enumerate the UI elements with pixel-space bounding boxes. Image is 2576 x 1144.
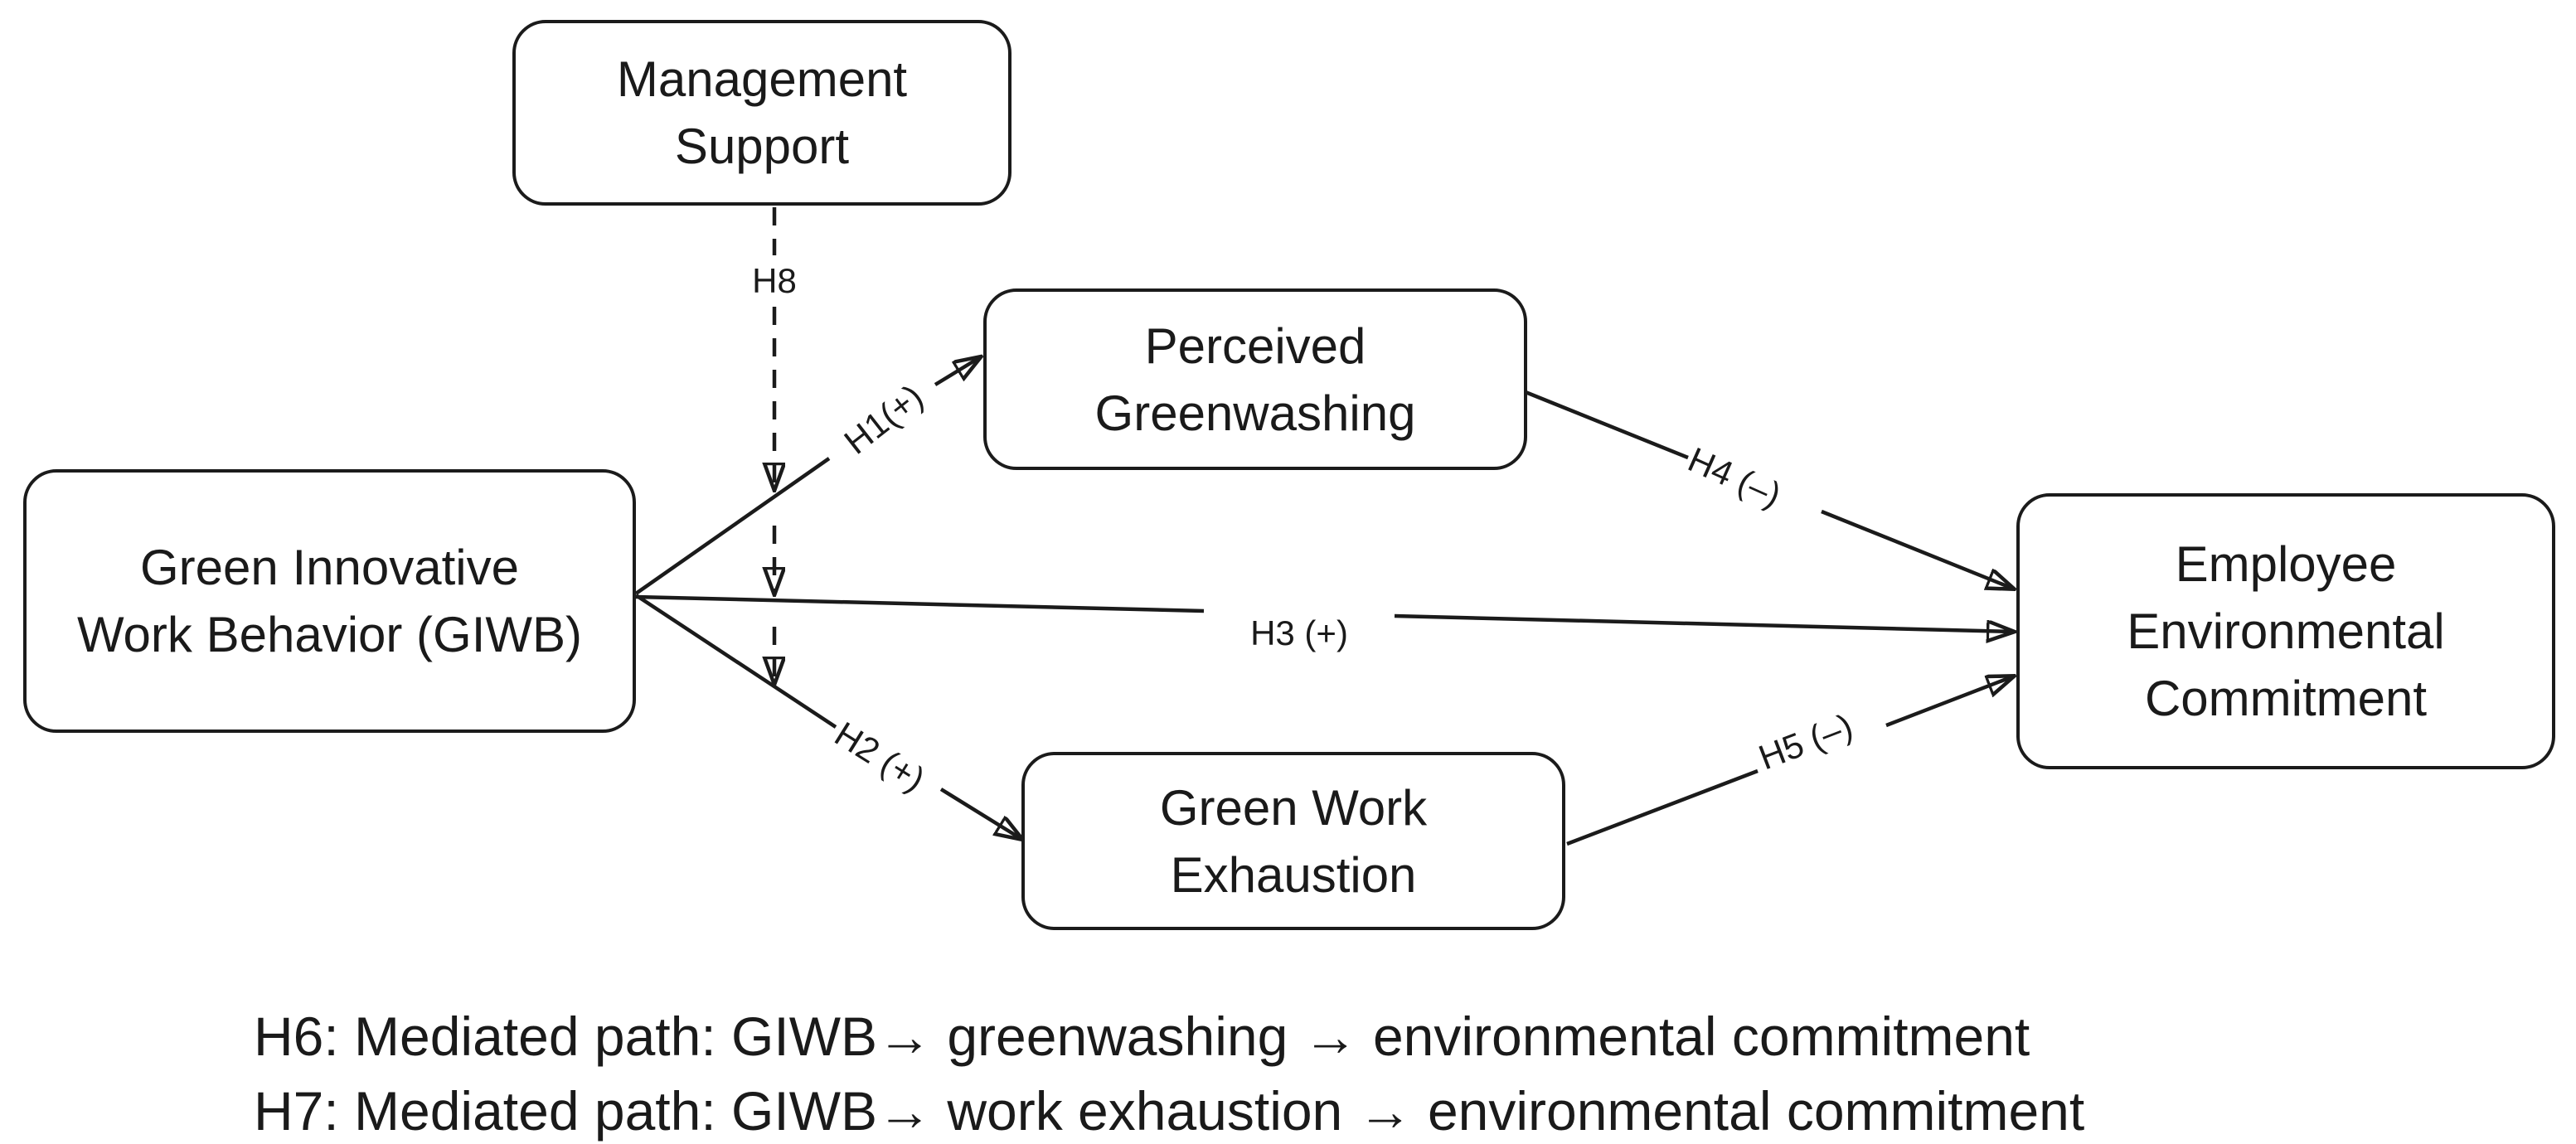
- eec-label-line3: Commitment: [2144, 671, 2428, 726]
- green-work-exhaustion-node: Green Work Exhaustion: [1021, 752, 1565, 930]
- note-h6: H6: Mediated path: GIWB→ greenwashing → …: [254, 1006, 2030, 1067]
- management-support-node: Management Support: [512, 20, 1011, 206]
- h1-arrow-segment-start: [634, 457, 831, 595]
- h3-arrow-segment-start: [635, 594, 1205, 613]
- h5-arrow-segment-end: [1885, 676, 2013, 728]
- h3-path-label: H3 (+): [1250, 613, 1348, 652]
- perceived-greenwashing-label-line1: Perceived: [1144, 318, 1366, 374]
- h2-arrow-segment-end: [939, 788, 1021, 839]
- h3-arrow-segment-end: [1394, 613, 2013, 632]
- h1-arrow-segment-end: [934, 357, 980, 386]
- h4-path-label: H4 (–): [1682, 439, 1788, 515]
- note-h7: H7: Mediated path: GIWB→ work exhaustion…: [254, 1079, 2085, 1142]
- giwb-label-line1: Green Innovative: [140, 540, 519, 595]
- h4-arrow-segment-start: [1525, 390, 1689, 460]
- giwb-label-line2: Work Behavior (GIWB): [77, 607, 582, 662]
- h4-arrow-segment-end: [1821, 509, 2013, 589]
- perceived-greenwashing-label-line2: Greenwashing: [1094, 385, 1416, 441]
- management-support-label-line2: Support: [674, 119, 850, 174]
- employee-environmental-commitment-node: Employee Environmental Commitment: [2016, 493, 2555, 769]
- h1-path-label: H1(+): [837, 376, 931, 462]
- mediation-notes: H6: Mediated path: GIWB→ greenwashing → …: [254, 1000, 2084, 1144]
- perceived-greenwashing-node: Perceived Greenwashing: [983, 288, 1527, 470]
- green-work-exhaustion-label-line1: Green Work: [1159, 779, 1428, 836]
- giwb-node: Green Innovative Work Behavior (GIWB): [23, 469, 636, 733]
- eec-label-line2: Environmental: [2127, 604, 2445, 659]
- h2-arrow-segment-start: [634, 594, 837, 729]
- h5-path-label: H5 (–): [1753, 705, 1858, 778]
- h5-arrow-segment-start: [1566, 768, 1759, 846]
- h2-path-label: H2 (+): [827, 714, 932, 799]
- h8-path-label: H8: [752, 261, 797, 300]
- green-work-exhaustion-label-line2: Exhaustion: [1170, 846, 1417, 903]
- management-support-label-line1: Management: [616, 51, 908, 107]
- eec-label-line1: Employee: [2175, 536, 2397, 592]
